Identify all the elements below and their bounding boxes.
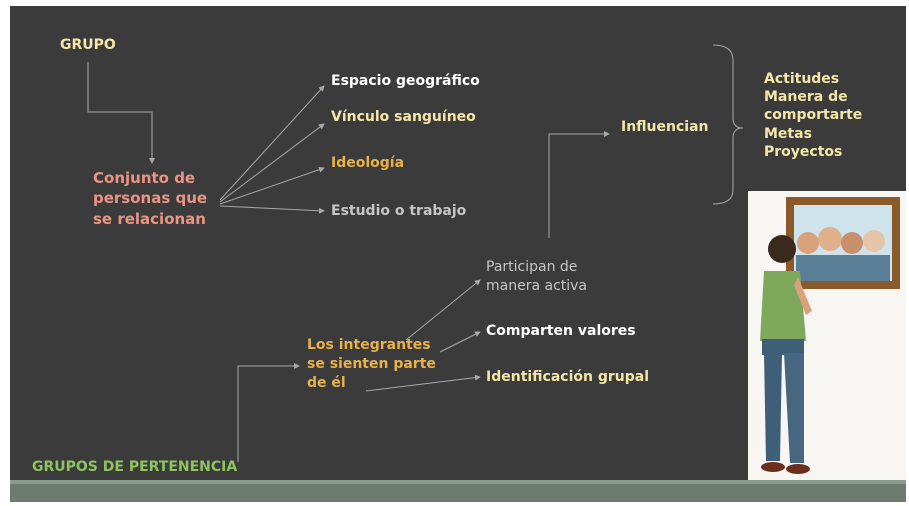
branch-estudio: Estudio o trabajo [331, 203, 467, 219]
branch-vinculo: Vínculo sanguíneo [331, 109, 476, 125]
member-participate-line: manera activa [486, 277, 588, 294]
branch-espacio: Espacio geográfico [331, 73, 480, 89]
root-label: GRUPO [60, 37, 116, 53]
footer-bar [10, 484, 906, 502]
definition-text: Conjunto de personas que se relacionan [93, 168, 207, 229]
member-identification: Identificación grupal [486, 369, 650, 385]
members-line: Los integrantes [307, 337, 431, 353]
influence-item: comportarte [764, 107, 863, 124]
member-participate-text: Participan de manera activa [486, 258, 587, 296]
member-values: Comparten valores [486, 323, 636, 339]
footer-title: GRUPOS DE PERTENENCIA [32, 459, 238, 475]
footer-divider [10, 480, 906, 484]
members-line: se sienten parte [307, 355, 436, 372]
influence-item: Actitudes [764, 71, 840, 87]
influence-label: Influencian [621, 119, 709, 135]
definition-line: Conjunto de [93, 169, 196, 187]
definition-line: se relacionan [93, 209, 206, 228]
member-participate-line: Participan de [486, 259, 578, 275]
illustration-svg [760, 197, 900, 474]
influence-item: Metas [764, 125, 812, 142]
influences-list: Actitudes Manera de comportarte Metas Pr… [764, 70, 862, 161]
branch-ideologia: Ideología [331, 155, 405, 171]
definition-line: personas que [93, 189, 208, 208]
members-line: de él [307, 374, 346, 391]
influence-item: Manera de [764, 89, 848, 106]
person-looking-at-group-portrait-icon [748, 191, 906, 480]
influence-item: Proyectos [764, 143, 843, 160]
members-text: Los integrantes se sienten parte de él [307, 336, 436, 393]
